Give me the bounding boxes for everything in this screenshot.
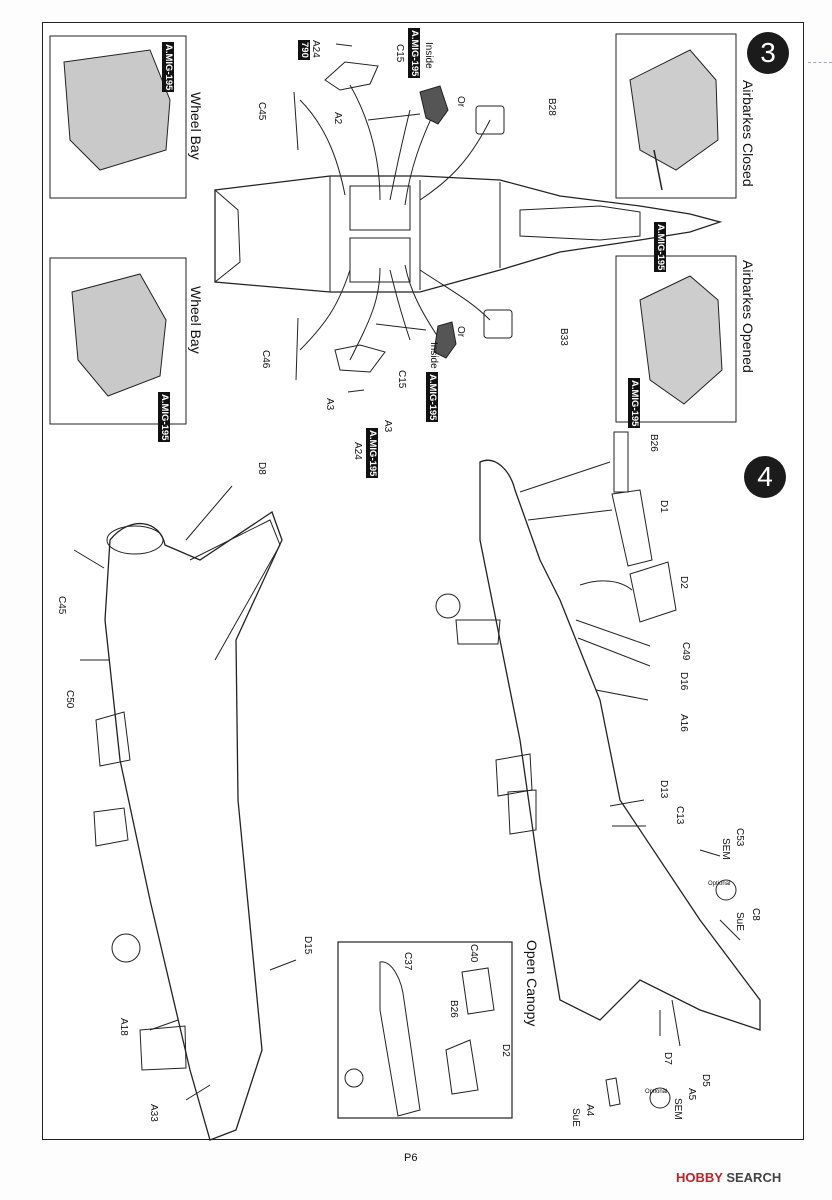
part-label-a2: A2: [332, 112, 343, 125]
part-label-a33: A33: [148, 1104, 159, 1122]
sem-label: SEM: [672, 1098, 683, 1120]
part-label-d8: D8: [256, 462, 267, 475]
part-label-b33: B33: [558, 328, 569, 346]
part-label-d15: D15: [302, 936, 313, 955]
paint-code-tag: A.MIG-195: [365, 428, 378, 479]
part-label-a18: A18: [118, 1018, 129, 1036]
sue-label: SuE: [734, 912, 745, 931]
part-label-c53: C53: [734, 828, 745, 847]
inside-label: Inside: [428, 342, 439, 369]
optional-label: Optional: [645, 1089, 668, 1095]
open-canopy-title: Open Canopy: [524, 940, 540, 1027]
paint-code-tag: A.MIG-195: [157, 392, 170, 443]
part-label-a3: A3: [324, 398, 335, 411]
sue-label: SuE: [570, 1108, 581, 1127]
wheel-bay-title-bottom: Wheel Bay: [188, 286, 204, 354]
part-label-c15: C15: [394, 44, 405, 63]
part-label-b26: B26: [448, 1000, 459, 1018]
step-4-badge: 4: [744, 456, 786, 498]
paint-code-tag: A.MIG-195: [407, 28, 420, 79]
part-label-a4: A4: [584, 1104, 595, 1117]
watermark-brand: HOBBY: [676, 1170, 723, 1185]
part-label-d2: D2: [678, 576, 689, 589]
sem-label: SEM: [720, 838, 731, 860]
part-label-b28: B28: [546, 98, 557, 116]
part-label-d7: D7: [662, 1052, 673, 1065]
part-label-d16: D16: [678, 672, 689, 691]
optional-label: Optional: [708, 881, 731, 887]
page-edge-rule: [808, 62, 832, 63]
part-label-a24: A24: [352, 442, 363, 460]
part-label-c50: C50: [64, 690, 75, 709]
paint-code-tag: A.MIG-195: [653, 222, 666, 273]
part-label-c45: C45: [56, 596, 67, 615]
part-label-a3: A3: [382, 420, 393, 433]
part-label-c13: C13: [674, 806, 685, 825]
inside-label: Inside: [423, 42, 434, 69]
or-label: Or: [455, 96, 466, 108]
part-label-c46: C46: [260, 350, 271, 369]
airbrakes-closed-title: Airbarkes Closed: [740, 80, 756, 187]
watermark-rest: SEARCH: [722, 1170, 782, 1185]
part-label-d2: D2: [500, 1044, 511, 1057]
airbrakes-opened-title: Airbarkes Opened: [740, 260, 756, 373]
part-label-a16: A16: [678, 714, 689, 732]
part-label-c49: C49: [680, 642, 691, 661]
part-label-d13: D13: [658, 780, 669, 799]
page-number: P6: [404, 1152, 418, 1164]
part-label-c15: C15: [396, 370, 407, 389]
extra-code-tag: 790: [297, 40, 310, 60]
hobby-search-watermark: HOBBY SEARCH: [676, 1170, 781, 1185]
part-label-a5: A5: [686, 1088, 697, 1101]
instruction-frame: [42, 22, 804, 1140]
part-label-c8: C8: [750, 908, 761, 921]
paint-code-tag: A.MIG-195: [425, 372, 438, 423]
part-label-c40: C40: [468, 944, 479, 963]
paint-code-tag: A.MIG-195: [627, 378, 640, 429]
part-label-c37: C37: [402, 952, 413, 971]
paint-code-tag: A.MIG-195: [161, 42, 174, 93]
part-label-b26: B26: [648, 434, 659, 452]
step-3-badge: 3: [747, 32, 789, 74]
wheel-bay-title-top: Wheel Bay: [188, 92, 204, 160]
part-label-a24: A24: [310, 40, 321, 58]
or-label: Or: [455, 326, 466, 338]
part-label-d5: D5: [700, 1074, 711, 1087]
part-label-c45: C45: [256, 102, 267, 121]
part-label-d1: D1: [658, 500, 669, 513]
